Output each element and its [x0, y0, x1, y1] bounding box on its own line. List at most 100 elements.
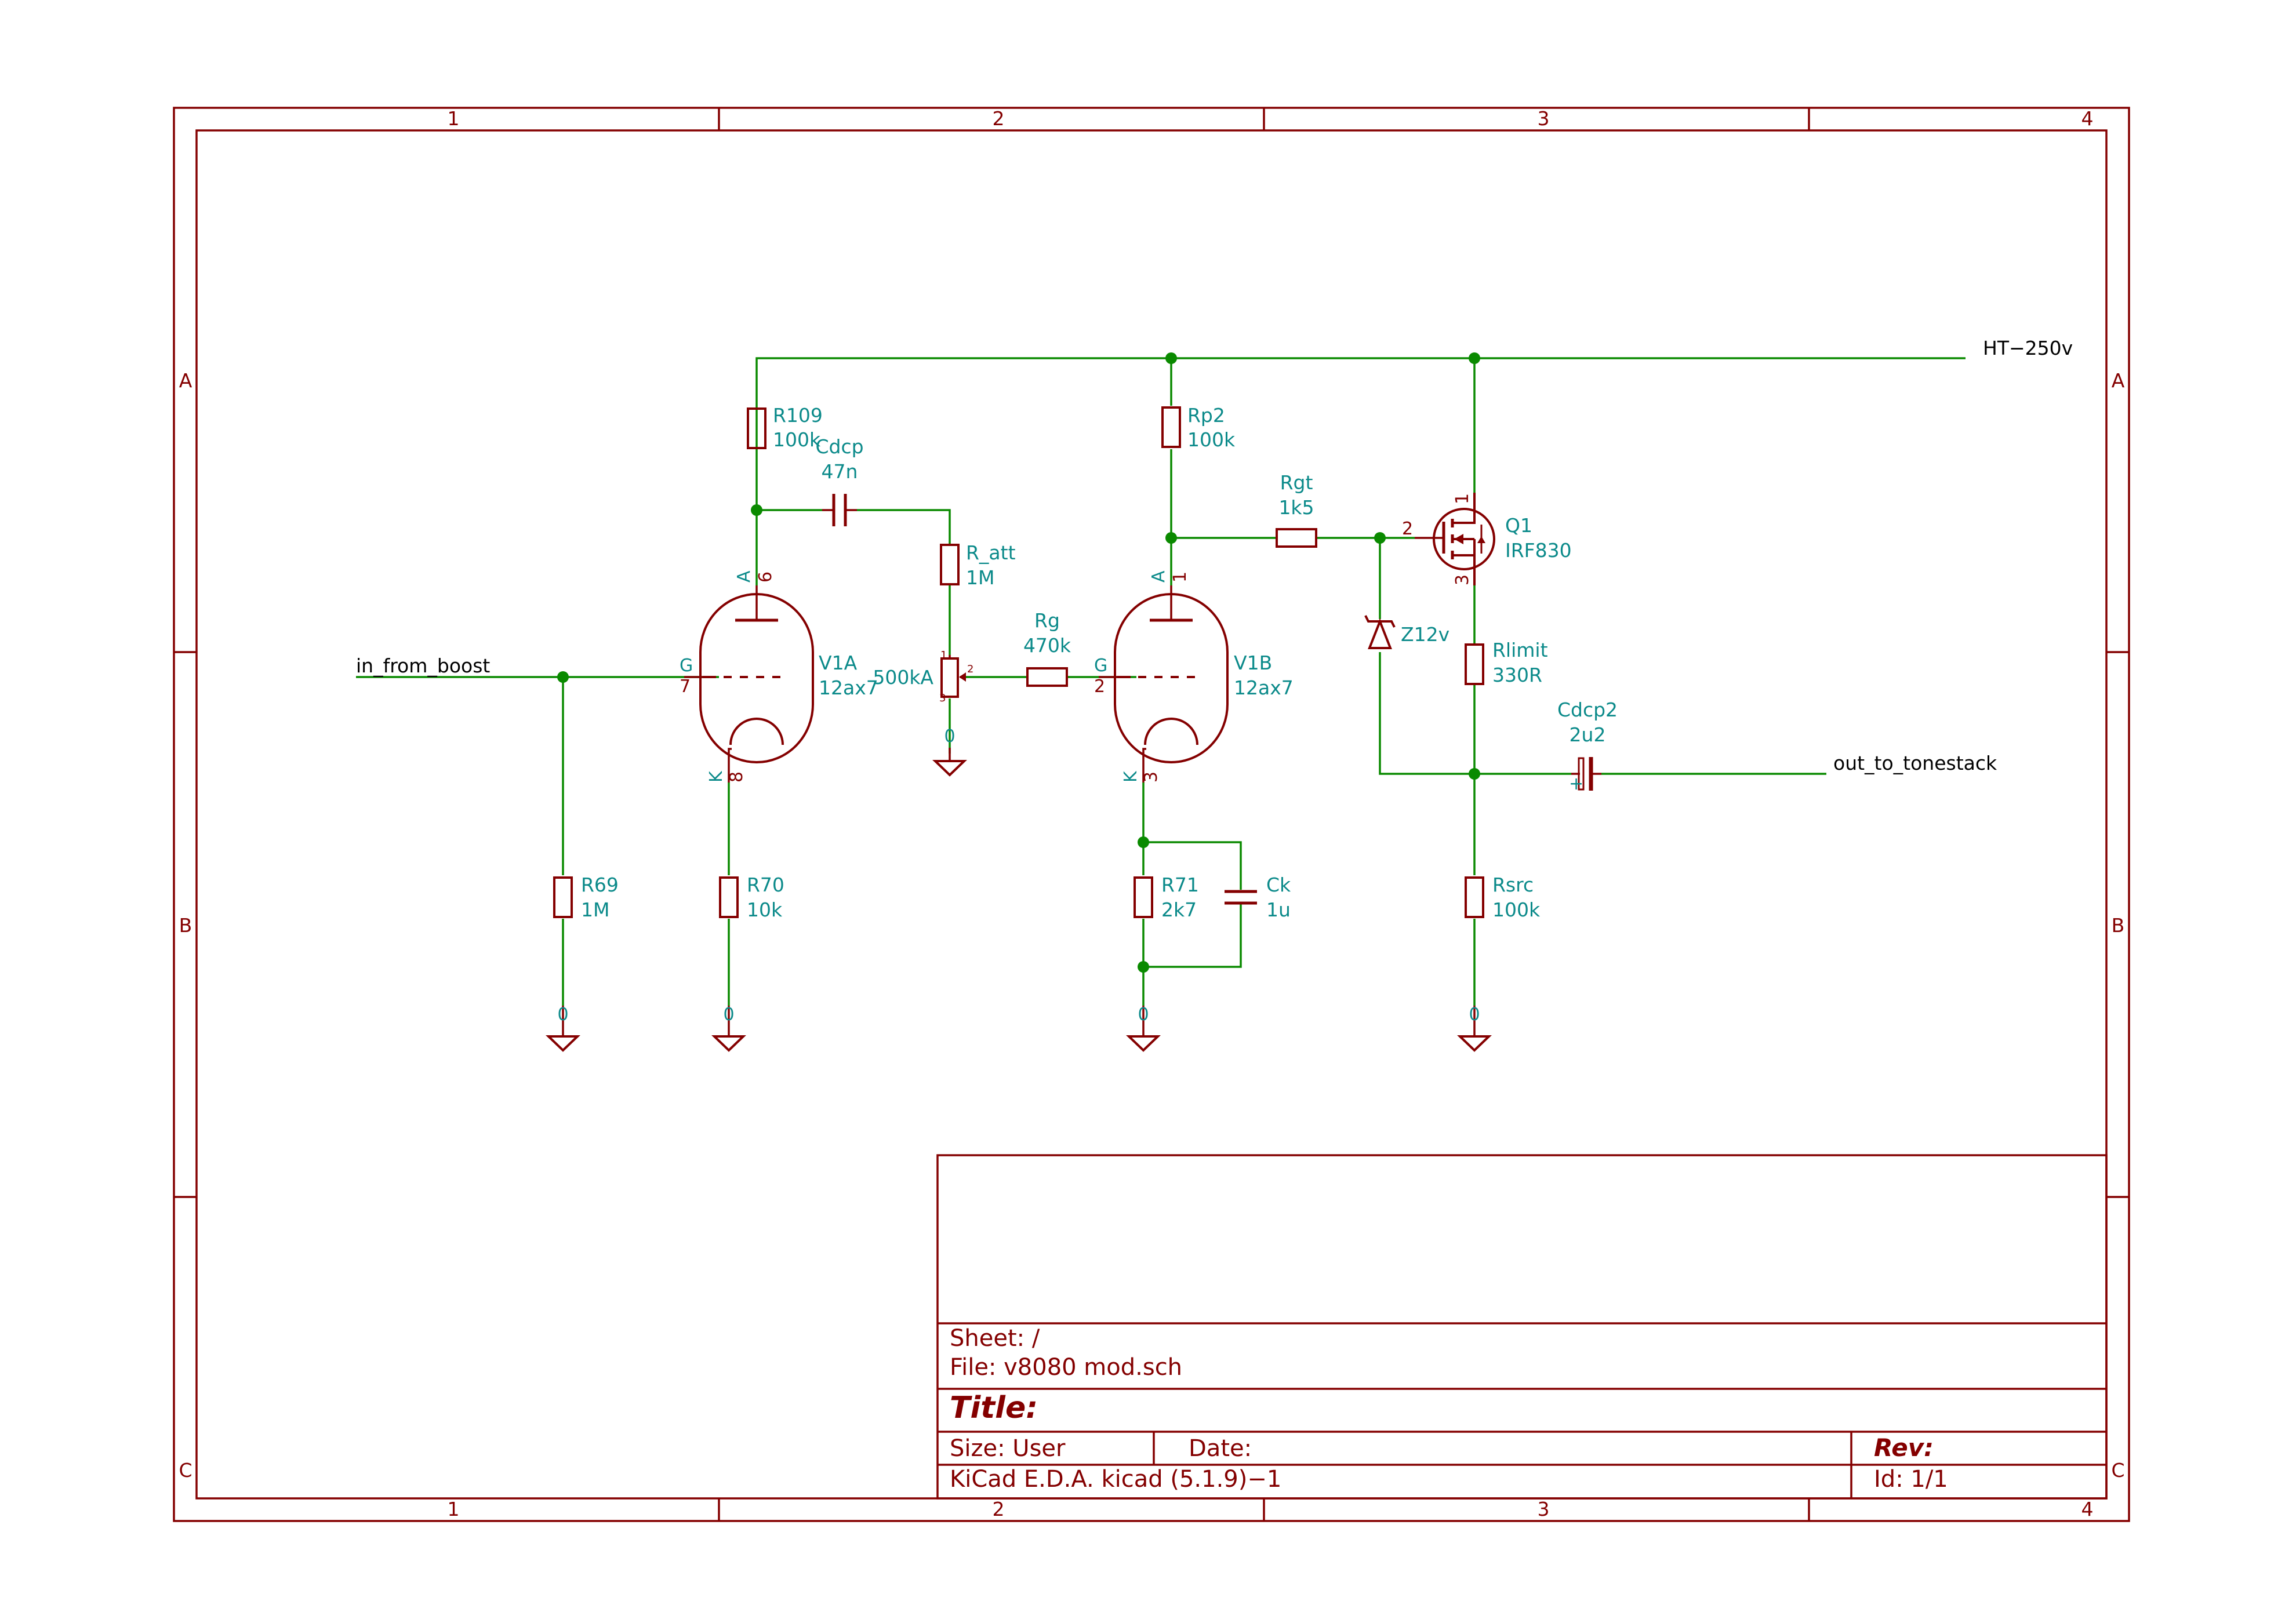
rg-ref: Rg — [1034, 609, 1060, 632]
drawing-frame — [173, 107, 2130, 1522]
v1a-pin-a-num: 6 — [755, 572, 776, 583]
rp2-ref: Rp2 — [1187, 404, 1225, 427]
ground-r70: 0 — [711, 1005, 746, 1052]
v1b-pin-g-num: 2 — [1094, 676, 1105, 697]
ground-rsrc: 0 — [1457, 1005, 1492, 1052]
zener-bottom-wire — [1379, 652, 1571, 775]
z12v-ref: Z12v — [1401, 623, 1449, 646]
cdcp-ref: Cdcp — [815, 435, 863, 458]
resistor-r71: R71 2k7 — [1134, 874, 1199, 921]
frame-row-c-right: C — [2111, 1459, 2124, 1482]
title-block-tool: KiCad E.D.A. kicad (5.1.9)−1 — [950, 1466, 1281, 1493]
junction-dot — [1469, 768, 1480, 780]
resistor-rp2: Rp2 100k — [1161, 404, 1236, 451]
title-block-title: Title: — [950, 1391, 1038, 1425]
net-label-input: in_from_boost — [356, 654, 490, 677]
title-block-file: File: v8080 mod.sch — [950, 1354, 1182, 1381]
pot-value: 500kA — [873, 666, 933, 689]
net-label-output: out_to_tonestack — [1833, 752, 1997, 774]
capacitor-ck: Ck 1u — [1225, 874, 1291, 921]
title-block-sheet: Sheet: / — [950, 1325, 1040, 1352]
rlimit-value: 330R — [1492, 664, 1542, 686]
r-att-ref: R_att — [966, 541, 1016, 564]
capacitor-cdcp: Cdcp 47n — [815, 435, 864, 526]
frame-row-a-right: A — [2112, 369, 2125, 392]
frame-column-labels: 1 2 3 4 1 2 3 4 — [448, 107, 2094, 1520]
cdcp2-ref: Cdcp2 — [1557, 698, 1618, 721]
v1a-pin-g-name: G — [680, 656, 693, 676]
v1b-pin-a-name: A — [1149, 570, 1169, 583]
cdcp-right-wire — [857, 509, 951, 544]
ground-label: 0 — [944, 726, 955, 747]
ck-ref: Ck — [1266, 874, 1291, 896]
ck-top-wire — [1143, 841, 1242, 890]
title-block: Sheet: / File: v8080 mod.sch Title: Size… — [936, 1154, 2108, 1500]
frame-col-4-bottom: 4 — [2081, 1498, 2094, 1520]
q1-ref: Q1 — [1505, 514, 1532, 537]
r109-ref: R109 — [773, 404, 823, 427]
v1b-pin-g-name: G — [1094, 656, 1107, 676]
ground-r71: 0 — [1126, 1005, 1161, 1052]
ground-label: 0 — [723, 1005, 734, 1025]
tube-v1b: A 1 G 2 K 3 V1B 12ax7 — [1094, 570, 1294, 783]
q1-pin-gate: 2 — [1402, 519, 1413, 539]
r70-ref: R70 — [747, 874, 784, 896]
frame-col-2-bottom: 2 — [993, 1498, 1005, 1520]
v1a-value: 12ax7 — [819, 676, 878, 699]
frame-col-3-top: 3 — [1538, 107, 1550, 130]
title-block-date: Date: — [1189, 1435, 1252, 1462]
resistor-rsrc: Rsrc 100k — [1465, 874, 1541, 921]
frame-row-b-left: B — [179, 914, 192, 937]
cdcp2-value: 2u2 — [1570, 723, 1606, 746]
resistor-rg: Rg 470k — [1023, 609, 1071, 687]
ht-rail-wire — [755, 357, 1966, 452]
ground-label: 0 — [1469, 1005, 1480, 1025]
net-label-ht: HT−250v — [1983, 337, 2073, 359]
v1b-pin-k-name: K — [1121, 770, 1141, 783]
r69-value: 1M — [581, 898, 609, 921]
v1b-pin-k-num: 3 — [1141, 772, 1161, 783]
junction-dot — [1469, 352, 1480, 364]
tube-v1a: A 6 G 7 K 8 V1A 12ax7 — [680, 570, 878, 783]
rp2-value: 100k — [1187, 428, 1236, 451]
v1a-pin-g-num: 7 — [680, 676, 691, 697]
frame-row-c-left: C — [179, 1459, 192, 1482]
frame-col-1-bottom: 1 — [448, 1498, 460, 1520]
rgt-value: 1k5 — [1278, 496, 1314, 519]
frame-row-labels: A B C A B C — [179, 369, 2124, 1482]
mosfet-q1: 1 2 3 Q1 IRF830 — [1402, 493, 1572, 585]
junction-dot — [751, 504, 762, 516]
ck-value: 1u — [1266, 898, 1291, 921]
title-block-id: Id: 1/1 — [1874, 1466, 1948, 1493]
v1a-pin-k-num: 8 — [726, 772, 747, 783]
resistor-r-att: R_att 1M — [940, 541, 1016, 589]
junction-dot — [1165, 532, 1177, 544]
ground-label: 0 — [557, 1005, 568, 1025]
title-block-rev: Rev: — [1874, 1433, 1934, 1462]
potentiometer-500ka: 1 2 3 500kA — [873, 649, 973, 704]
rsrc-ref: Rsrc — [1492, 874, 1534, 896]
v1a-pin-a-name: A — [734, 570, 754, 583]
junction-dot — [1138, 836, 1149, 848]
pot-pin-2: 2 — [967, 663, 973, 675]
r-att-value: 1M — [966, 566, 994, 589]
capacitor-cdcp2: + Cdcp2 2u2 — [1557, 698, 1618, 794]
title-block-size: Size: User — [950, 1435, 1066, 1462]
resistor-rlimit: Rlimit 330R — [1465, 639, 1548, 686]
q1-pin-source: 3 — [1452, 574, 1473, 585]
q1-value: IRF830 — [1505, 539, 1572, 562]
rsrc-value: 100k — [1492, 898, 1541, 921]
junction-dot — [1374, 532, 1386, 544]
r69-ref: R69 — [581, 874, 619, 896]
resistor-r109: R109 100k — [747, 404, 823, 451]
q1-pin-drain: 1 — [1452, 493, 1473, 504]
cdcp2-plus-mark: + — [1569, 774, 1583, 794]
rgt-ref: Rgt — [1280, 471, 1313, 494]
cdcp-value: 47n — [822, 460, 858, 483]
pot-pin-1: 1 — [940, 649, 947, 661]
zener-z12v: Z12v — [1364, 615, 1449, 649]
ground-pot: 0 — [932, 726, 967, 777]
junction-dot — [1138, 961, 1149, 973]
junction-dot — [557, 671, 569, 683]
